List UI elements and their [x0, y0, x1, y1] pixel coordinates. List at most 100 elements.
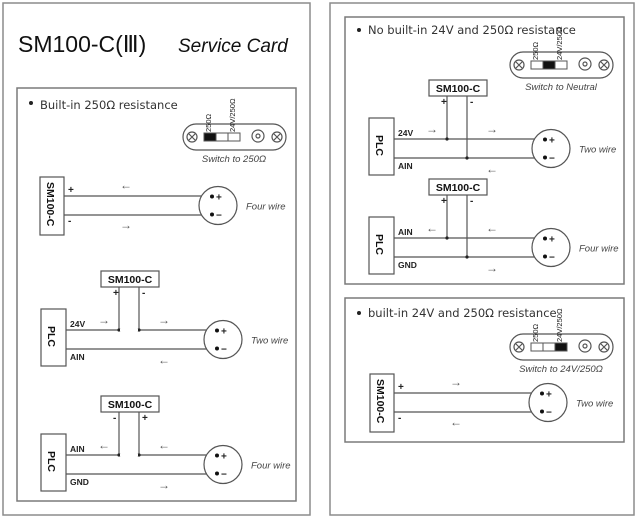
bullet-icon [29, 101, 33, 105]
device-box [100, 270, 160, 288]
sensor-icon [198, 185, 238, 226]
switch-slot [203, 132, 217, 142]
current-arrow: → [158, 313, 170, 327]
plc-terminal-bottom: GND [398, 260, 417, 270]
device-box [428, 79, 488, 97]
sensor-icon [531, 128, 571, 169]
switch-slot [530, 60, 544, 70]
terminal-plus: + [221, 452, 227, 463]
direct-wiring-diagram: SM100-C+-←→+−Four wire [39, 176, 286, 236]
device-label: SM100-C [44, 182, 56, 227]
device-label: SM100-C [436, 83, 481, 95]
plc-box [40, 433, 67, 492]
switch-label-24v: 24V/250Ω [555, 308, 564, 342]
plc-label: PLC [45, 326, 57, 347]
device-box [100, 395, 160, 413]
junction-dot [465, 156, 469, 160]
terminal-minus: − [221, 470, 227, 481]
plc-terminal-bottom: AIN [70, 352, 85, 362]
terminal-dot [210, 212, 214, 217]
plc-terminal-top: AIN [398, 227, 413, 237]
current-arrow: → [486, 261, 498, 275]
device-box [39, 176, 65, 236]
plc-terminal-top: 24V [398, 128, 413, 138]
device-sign-left: + [113, 288, 119, 299]
sign-plus: + [68, 185, 74, 196]
plc-terminal-top: 24V [70, 319, 85, 329]
device-label: SM100-C [374, 379, 386, 424]
switch-slot [215, 132, 229, 142]
section-builtin-250-box [16, 87, 297, 502]
junction-dot [445, 236, 449, 240]
terminal-dot [210, 194, 214, 199]
switch-slot [542, 342, 556, 352]
wiring-caption: Four wire [246, 202, 286, 213]
terminal-plus: + [549, 136, 555, 147]
screw-cross [273, 133, 281, 141]
card-title: SM100-C(Ⅲ) [18, 31, 146, 57]
bullet-icon [357, 311, 361, 315]
device-sign-right: - [142, 288, 145, 299]
switch-caption: Switch to 250Ω [202, 154, 266, 165]
switch-label-250: 250Ω [204, 113, 213, 132]
potentiometer-center [582, 61, 588, 67]
device-label: SM100-C [436, 182, 481, 194]
current-arrow: ← [158, 353, 170, 367]
device-sign-left: + [441, 196, 447, 207]
terminal-dot [543, 254, 547, 259]
current-arrow: ← [158, 438, 170, 452]
plc-terminal-bottom: AIN [398, 161, 413, 171]
current-arrow: ← [486, 162, 498, 176]
wiring-caption: Four wire [579, 244, 619, 255]
junction-dot [137, 453, 141, 457]
junction-dot [465, 255, 469, 259]
sensor-icon [203, 319, 243, 360]
bullet-icon [357, 28, 361, 32]
terminal-minus: − [546, 408, 552, 419]
sensor-icon [528, 382, 568, 423]
screw-cross [600, 343, 608, 351]
screw-cross [600, 61, 608, 69]
current-arrow: → [98, 313, 110, 327]
plc-label: PLC [373, 234, 385, 255]
terminal-dot [543, 137, 547, 142]
potentiometer-center [255, 133, 261, 139]
switch-label-250: 250Ω [531, 323, 540, 342]
wiring-caption: Four wire [251, 461, 291, 472]
potentiometer-center [582, 343, 588, 349]
current-arrow: ← [450, 415, 462, 429]
switch-label-250: 250Ω [531, 41, 540, 60]
terminal-dot [543, 236, 547, 241]
wiring-caption: Two wire [251, 336, 288, 347]
device-sign-right: - [470, 196, 473, 207]
card-subtitle: Service Card [178, 36, 289, 57]
terminal-plus: + [216, 193, 222, 204]
plc-box [40, 308, 67, 367]
device-sign-left: - [113, 413, 116, 424]
plc-box [368, 216, 395, 275]
terminal-dot [543, 155, 547, 160]
screw-cross [515, 61, 523, 69]
current-arrow: ← [486, 221, 498, 235]
terminal-minus: − [216, 211, 222, 222]
current-arrow: → [450, 375, 462, 389]
terminal-minus: − [221, 345, 227, 356]
current-arrow: ← [120, 178, 132, 192]
device-sign-right: + [142, 413, 148, 424]
screw-cross [188, 133, 196, 141]
device-label: SM100-C [108, 274, 153, 286]
switch-caption: Switch to 24V/250Ω [519, 364, 603, 375]
switch-slot [554, 342, 568, 352]
current-arrow: → [120, 218, 132, 232]
switch-label-24v: 24V/250Ω [555, 26, 564, 60]
switch-slot [227, 132, 241, 142]
junction-dot [137, 328, 141, 332]
current-arrow: → [486, 122, 498, 136]
current-arrow: ← [98, 438, 110, 452]
